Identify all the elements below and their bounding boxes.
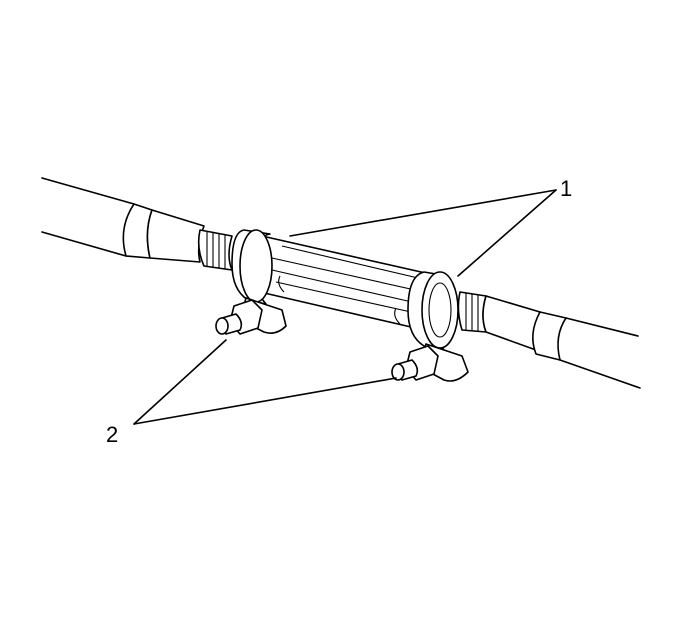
- right-clamp: [391, 271, 469, 382]
- callout-label-1: 1: [560, 176, 572, 201]
- right-tie-rod: [457, 291, 641, 389]
- left-tie-rod: [41, 177, 233, 271]
- left-clamp: [215, 229, 287, 335]
- callout-2-leaders: [133, 339, 397, 425]
- callout-label-2: 2: [106, 422, 118, 447]
- callout-1-leaders: [289, 189, 557, 277]
